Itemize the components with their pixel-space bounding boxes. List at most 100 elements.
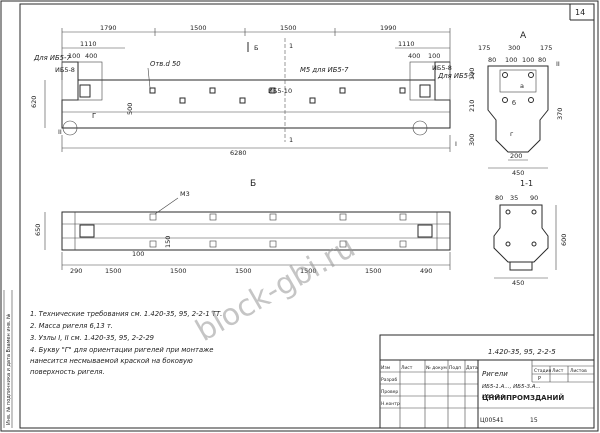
svg-text:№ докум: № докум — [426, 365, 447, 371]
svg-text:100: 100 — [468, 68, 476, 80]
front-height-dim: 500 — [126, 103, 134, 115]
m5-label: М5 для ИБ5-7 — [300, 66, 349, 74]
front-top-dim-1: 1790 — [100, 24, 117, 32]
svg-text:370: 370 — [556, 108, 564, 120]
anchor-label-left: Для ИБ5-7 — [33, 54, 71, 62]
svg-text:400: 400 — [408, 52, 420, 60]
page-number: 14 — [575, 8, 585, 17]
svg-text:4. Букву "Г" для ориентации ри: 4. Букву "Г" для ориентации ригелей при … — [30, 346, 213, 354]
front-view: 1790 1500 1500 1990 1110 1110 100 400 40… — [30, 24, 475, 157]
front-left-height: 620 — [30, 96, 38, 108]
ib-label-left: ИБ5-8 — [55, 66, 75, 74]
org-name: ЦНИИПРОМЗДАНИЙ — [482, 393, 564, 402]
svg-text:нанесится несмываемой краской: нанесится несмываемой краской на боковую — [30, 357, 193, 365]
svg-text:290: 290 — [70, 267, 82, 275]
svg-text:поверхность ригеля.: поверхность ригеля. — [30, 368, 105, 376]
plan-inserts — [149, 213, 407, 248]
svg-text:Провер: Провер — [381, 389, 398, 395]
svg-text:35: 35 — [510, 194, 518, 202]
front-bottom-dim: 6280 — [230, 149, 247, 157]
section-a: А 175 300 175 80 100 100 80 а б г II 100… — [468, 31, 564, 177]
plan-view: Б М3 650 100 150 290 1500 — [34, 179, 451, 275]
svg-text:1500: 1500 — [170, 267, 187, 275]
svg-text:1. Технические требования см.: 1. Технические требования см. 1.420-35, … — [30, 310, 222, 318]
svg-text:Стадия: Стадия — [534, 368, 552, 374]
svg-text:ИБ5-1.А..., ИБ5-3.А...: ИБ5-1.А..., ИБ5-3.А... — [482, 384, 541, 390]
svg-text:Листов: Листов — [570, 368, 587, 374]
svg-text:1500: 1500 — [300, 267, 317, 275]
svg-text:600: 600 — [560, 234, 568, 246]
front-sub-dim-left: 1110 — [80, 40, 97, 48]
front-holes — [149, 87, 406, 104]
front-sub-dim-right: 1110 — [398, 40, 415, 48]
svg-text:Дата: Дата — [466, 365, 478, 371]
front-top-dim-3: 1500 — [280, 24, 297, 32]
svg-text:80: 80 — [495, 194, 503, 202]
beam-outline — [61, 61, 451, 129]
svg-text:100: 100 — [505, 56, 517, 64]
svg-text:400: 400 — [85, 52, 97, 60]
svg-text:100: 100 — [428, 52, 440, 60]
node-right: I — [455, 140, 457, 148]
section-1-1: 1-1 80 35 90 600 450 — [493, 179, 568, 287]
node-left: II — [58, 128, 62, 136]
plan-title: Б — [250, 179, 256, 189]
ib-label-right: ИБ5-8 — [432, 64, 452, 72]
section-mark-b: Б — [254, 44, 258, 52]
plan-outline — [61, 211, 451, 251]
watermark: block-gbi.ru — [190, 230, 361, 349]
svg-text:90: 90 — [530, 194, 538, 202]
svg-text:100: 100 — [68, 52, 80, 60]
series-code: 1.420-35, 95, 2-2-5 — [488, 348, 556, 356]
svg-text:Лист: Лист — [552, 368, 564, 374]
svg-text:Разраб: Разраб — [381, 377, 397, 383]
section-11-shape — [493, 204, 549, 263]
svg-text:175: 175 — [540, 44, 552, 52]
svg-text:490: 490 — [420, 267, 432, 275]
svg-text:а: а — [520, 82, 524, 90]
svg-text:100: 100 — [522, 56, 534, 64]
svg-text:450: 450 — [512, 279, 524, 287]
section-a-node: II — [556, 60, 560, 68]
svg-text:1: 1 — [289, 136, 293, 144]
svg-text:ИБ5-7.А...: ИБ5-7.А... — [482, 394, 510, 400]
plan-width-dim: 650 — [34, 224, 42, 236]
front-top-dim-4: 1990 — [380, 24, 397, 32]
ib-label: ИБ5-10 — [268, 87, 292, 95]
svg-text:1500: 1500 — [365, 267, 382, 275]
svg-text:200: 200 — [510, 152, 522, 160]
front-top-dim-2: 1500 — [190, 24, 207, 32]
svg-text:150: 150 — [164, 236, 172, 248]
section-mark-1: 1 — [289, 42, 293, 50]
svg-text:Подп: Подп — [449, 365, 461, 371]
section-a-shape — [487, 65, 549, 153]
svg-text:175: 175 — [478, 44, 490, 52]
product-title: Ригели — [482, 370, 508, 378]
svg-text:300: 300 — [468, 134, 476, 146]
section-a-title: А — [520, 31, 527, 41]
svg-text:г: г — [510, 130, 514, 138]
inner-frame — [19, 3, 595, 429]
side-label: Инв. № подлинника и дата Взамен инв. № — [6, 313, 12, 425]
svg-text:2. Масса ригеля 6,13 т.: 2. Масса ригеля 6,13 т. — [30, 322, 113, 330]
svg-text:210: 210 — [468, 100, 476, 112]
svg-text:Изм: Изм — [381, 365, 390, 371]
m3-label: М3 — [180, 190, 190, 198]
svg-text:Лист: Лист — [401, 365, 413, 371]
svg-text:100: 100 — [132, 250, 144, 258]
sheet-format: 15 — [530, 417, 538, 424]
svg-text:Р: Р — [538, 376, 541, 382]
svg-text:б: б — [512, 99, 516, 107]
notes: 1. Технические требования см. 1.420-35, … — [30, 310, 222, 376]
svg-text:300: 300 — [508, 44, 520, 52]
svg-text:450: 450 — [512, 169, 524, 177]
svg-text:80: 80 — [538, 56, 546, 64]
svg-text:80: 80 — [488, 56, 496, 64]
section-11-title: 1-1 — [520, 179, 533, 188]
title-block: 1.420-35, 95, 2-2-5 Изм Лист № докум Под… — [379, 334, 595, 429]
svg-text:Н.контр: Н.контр — [381, 401, 400, 407]
svg-text:3. Узлы I, II см. 1.420-35, 95: 3. Узлы I, II см. 1.420-35, 95, 2-2-29 — [30, 334, 154, 342]
svg-text:1500: 1500 — [235, 267, 252, 275]
